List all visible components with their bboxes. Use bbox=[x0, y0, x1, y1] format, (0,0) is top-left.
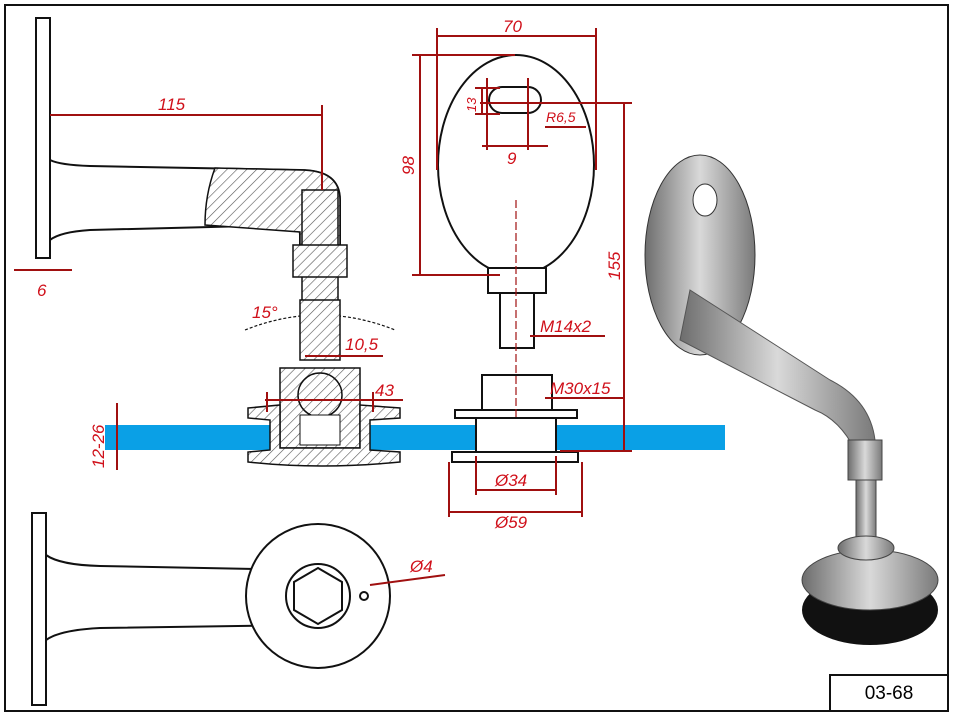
dim-inner-diameter: Ø34 bbox=[494, 471, 527, 490]
dim-hole-diameter: Ø4 bbox=[409, 557, 433, 576]
drawing-code-box: 03-68 bbox=[829, 674, 949, 712]
dim-slot-height: 13 bbox=[464, 97, 479, 112]
section-view: 15° 10,5 43 12-26 bbox=[89, 299, 403, 470]
plate-view: 70 98 13 9 R6,5 155 M14x2 M30x15 Ø34 Ø59 bbox=[399, 17, 632, 532]
dim-slot-radius: R6,5 bbox=[546, 109, 576, 125]
dim-thread-large: M30x15 bbox=[550, 379, 611, 398]
dim-outer-diameter: Ø59 bbox=[494, 513, 528, 532]
drawing-frame bbox=[4, 4, 949, 712]
dim-total-height: 155 bbox=[605, 251, 624, 280]
product-render bbox=[644, 154, 939, 645]
dim-neck: 10,5 bbox=[345, 335, 379, 354]
dim-flange-thickness: 6 bbox=[37, 281, 47, 300]
dim-slot-width: 9 bbox=[507, 149, 517, 168]
side-view: 115 6 bbox=[14, 17, 348, 311]
bottom-view: Ø4 bbox=[31, 512, 446, 706]
dim-plate-height: 98 bbox=[399, 156, 418, 175]
dim-plate-width: 70 bbox=[503, 17, 522, 36]
dim-glass-thickness: 12-26 bbox=[89, 424, 108, 468]
dim-arm-length: 115 bbox=[158, 95, 186, 114]
dim-angle: 15° bbox=[252, 303, 278, 322]
dim-thread-small: M14x2 bbox=[540, 317, 592, 336]
glass-panel bbox=[105, 425, 725, 450]
dim-hole-span: 43 bbox=[375, 381, 394, 400]
drawing-code: 03-68 bbox=[865, 683, 914, 704]
